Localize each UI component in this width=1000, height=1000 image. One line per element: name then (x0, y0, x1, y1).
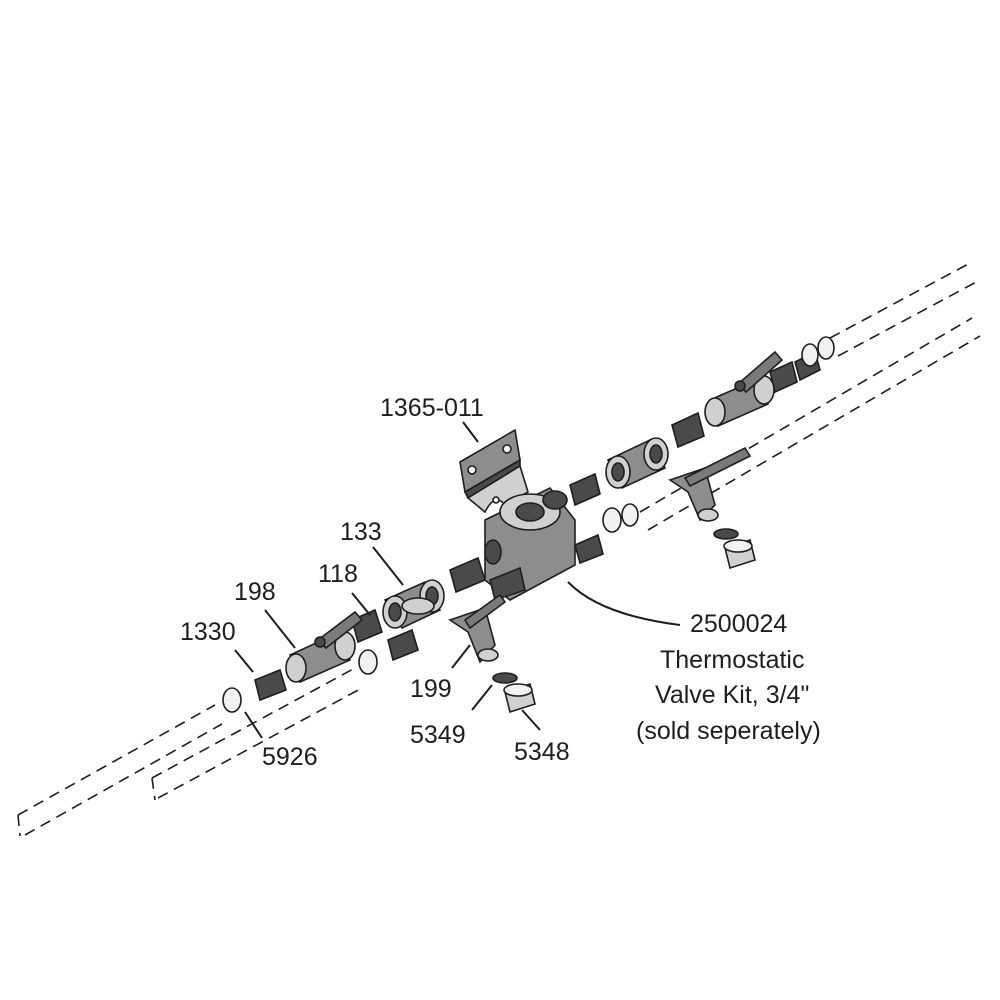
drain-valve-part (448, 446, 752, 664)
label-nipple: 118 (318, 560, 358, 588)
kit-callout: 2500024 Thermostatic Valve Kit, 3/4" (so… (636, 610, 821, 745)
kit-line-2: Valve Kit, 3/4" (655, 681, 809, 709)
kit-number: 2500024 (690, 610, 787, 638)
label-tee: 133 (340, 518, 382, 546)
lower-pipe (17, 704, 223, 837)
kit-line-1: Thermostatic (660, 646, 804, 674)
tee-fitting-part (382, 579, 445, 630)
label-adapter: 1330 (180, 618, 236, 646)
kit-line-3: (sold seperately) (636, 717, 821, 745)
label-clamp: 5926 (262, 743, 318, 771)
label-bracket: 1365-011 (380, 394, 484, 422)
thermostatic-valve-part (484, 486, 576, 602)
adapter-parts (254, 350, 821, 702)
upper-right-pipe (829, 261, 981, 357)
cap-parts (503, 538, 756, 714)
lower-middle-pipe (151, 667, 363, 801)
upper-tee-fitting-part (605, 437, 669, 490)
part-labels: 1365-011 133 118 198 1330 5926 199 5349 … (180, 394, 570, 771)
leader-lines (234, 421, 681, 739)
washer-parts (492, 528, 739, 684)
label-cap: 5348 (514, 738, 570, 766)
ball-valve-part (285, 610, 364, 684)
label-drain-valve: 199 (410, 675, 452, 703)
clamp-parts (222, 336, 835, 713)
label-ball-valve: 198 (234, 578, 276, 606)
label-washer: 5349 (410, 721, 466, 749)
upper-ball-valve-part (704, 350, 784, 428)
